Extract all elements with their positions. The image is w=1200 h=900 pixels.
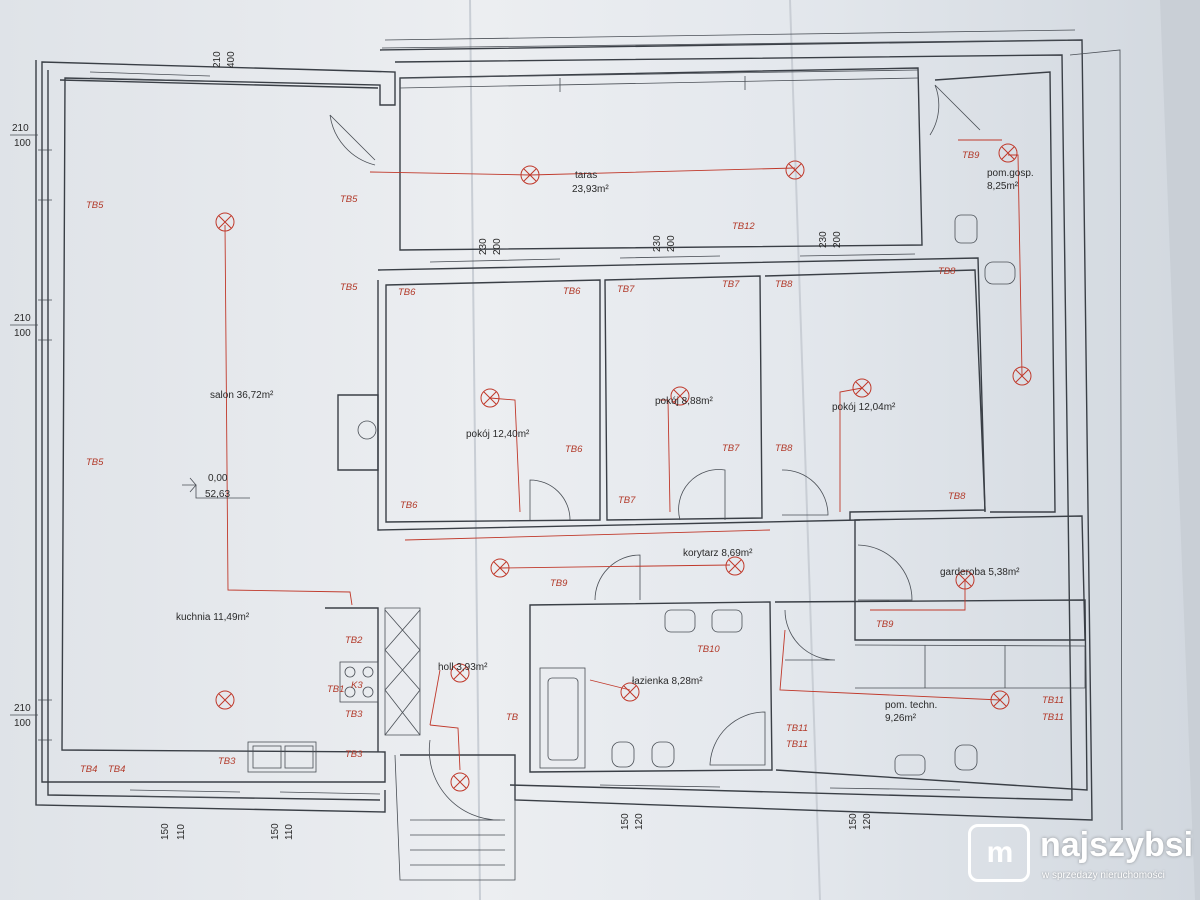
electrical-markers: TB5 TB5 TB5 TB5 TB6 TB6 TB6 TB6 TB7 TB7 … bbox=[80, 150, 1064, 775]
marker-tb11: TB11 bbox=[786, 723, 808, 734]
dim-label: 200 bbox=[832, 231, 843, 248]
room-pom-gosp-area: 8,25m² bbox=[987, 181, 1019, 192]
marker-tb9: TB9 bbox=[550, 578, 568, 589]
interior-walls bbox=[325, 71, 1088, 881]
marker-tb3: TB3 bbox=[345, 709, 363, 720]
logo-mark: m bbox=[968, 824, 1030, 882]
level-marker bbox=[182, 477, 250, 499]
marker-tb5: TB5 bbox=[340, 194, 358, 205]
marker-tb2: TB2 bbox=[345, 635, 363, 646]
room-taras-area: 23,93m² bbox=[572, 184, 609, 195]
marker-tb4: TB4 bbox=[80, 764, 97, 775]
logo-brand-name: najszybsi bbox=[1040, 826, 1194, 864]
marker-tb3: TB3 bbox=[345, 749, 363, 760]
marker-tb5: TB5 bbox=[86, 457, 104, 468]
marker-tb8: TB8 bbox=[938, 266, 956, 277]
dim-label: 200 bbox=[666, 235, 677, 252]
room-taras-name: taras bbox=[575, 170, 597, 181]
dim-label: 210 bbox=[212, 51, 223, 68]
room-korytarz: korytarz 8,69m² bbox=[683, 548, 753, 559]
windows bbox=[38, 71, 961, 799]
marker-tb11: TB11 bbox=[1042, 695, 1064, 706]
ceiling-lamps bbox=[215, 143, 1032, 792]
marker-tb11: TB11 bbox=[786, 739, 808, 750]
brand-logo: m najszybsi w sprzedaży nieruchomości bbox=[968, 820, 1193, 890]
dim-label: 200 bbox=[492, 238, 503, 255]
dim-label: 210 bbox=[14, 703, 31, 714]
dim-label: 110 bbox=[176, 824, 187, 840]
room-pom-techn-area: 9,26m² bbox=[885, 713, 917, 724]
dim-label: 120 bbox=[634, 813, 645, 830]
marker-tb6: TB6 bbox=[398, 287, 416, 298]
dim-label: 120 bbox=[862, 813, 873, 830]
marker-tb8: TB8 bbox=[948, 491, 966, 502]
dim-label: 100 bbox=[14, 718, 31, 729]
dim-label: 150 bbox=[620, 813, 631, 830]
fold-line bbox=[789, 0, 821, 900]
room-pom-techn-name: pom. techn. bbox=[885, 700, 937, 711]
marker-tb3: TB3 bbox=[218, 756, 236, 767]
dim-label: 110 bbox=[284, 824, 295, 840]
marker-tb12: TB12 bbox=[732, 221, 755, 232]
room-garderoba: garderoba 5,38m² bbox=[940, 567, 1020, 578]
marker-tb10: TB10 bbox=[697, 644, 720, 655]
marker-tb7: TB7 bbox=[618, 495, 636, 506]
dim-label: 150 bbox=[848, 813, 859, 830]
marker-k3: K3 bbox=[351, 680, 363, 691]
marker-tb6: TB6 bbox=[563, 286, 581, 297]
dim-label: 150 bbox=[160, 823, 171, 840]
logo-tagline: w sprzedaży nieruchomości bbox=[1042, 870, 1165, 881]
room-pom-gosp-name: pom.gosp. bbox=[987, 168, 1034, 179]
level-bottom: 52,63 bbox=[205, 489, 230, 500]
marker-tb7: TB7 bbox=[722, 443, 740, 454]
marker-tb8: TB8 bbox=[775, 443, 793, 454]
terrace bbox=[399, 67, 923, 251]
electrical-wiring bbox=[224, 139, 1023, 771]
marker-tb9: TB9 bbox=[876, 619, 894, 630]
dim-label: 100 bbox=[14, 138, 31, 149]
fixtures bbox=[247, 214, 1016, 776]
marker-tb7: TB7 bbox=[617, 284, 635, 295]
room-pokoj-1: pokój 12,40m² bbox=[466, 429, 530, 440]
marker-tb6: TB6 bbox=[565, 444, 583, 455]
level-top: 0,00 bbox=[208, 473, 228, 484]
room-kuchnia: kuchnia 11,49m² bbox=[176, 612, 250, 623]
room-pokoj-2: pokój 8,88m² bbox=[655, 396, 713, 407]
dim-label: 210 bbox=[12, 123, 29, 134]
room-salon: salon 36,72m² bbox=[210, 390, 274, 401]
dim-label: 230 bbox=[478, 238, 489, 255]
marker-tb11: TB11 bbox=[1042, 712, 1064, 723]
room-holl: holl 3,93m² bbox=[438, 662, 488, 673]
room-pokoj-3: pokój 12,04m² bbox=[832, 402, 896, 413]
room-lazienka: łazienka 8,28m² bbox=[632, 676, 703, 687]
dim-label: 150 bbox=[270, 823, 281, 840]
dim-label: 210 bbox=[14, 313, 31, 324]
dim-label: 400 bbox=[226, 51, 237, 68]
dim-label: 100 bbox=[14, 328, 31, 339]
marker-tb7: TB7 bbox=[722, 279, 740, 290]
dim-label: 230 bbox=[652, 235, 663, 252]
marker-tb8: TB8 bbox=[775, 279, 793, 290]
dim-label: 230 bbox=[818, 231, 829, 248]
fold-line bbox=[469, 0, 481, 900]
outer-walls bbox=[35, 29, 1123, 831]
marker-tb5: TB5 bbox=[86, 200, 104, 211]
marker-tb6: TB6 bbox=[400, 500, 418, 511]
marker-tb5: TB5 bbox=[340, 282, 358, 293]
marker-tb: TB bbox=[506, 712, 519, 723]
marker-tb1: TB1 bbox=[327, 684, 344, 695]
marker-tb4: TB4 bbox=[108, 764, 125, 775]
marker-tb9: TB9 bbox=[962, 150, 980, 161]
